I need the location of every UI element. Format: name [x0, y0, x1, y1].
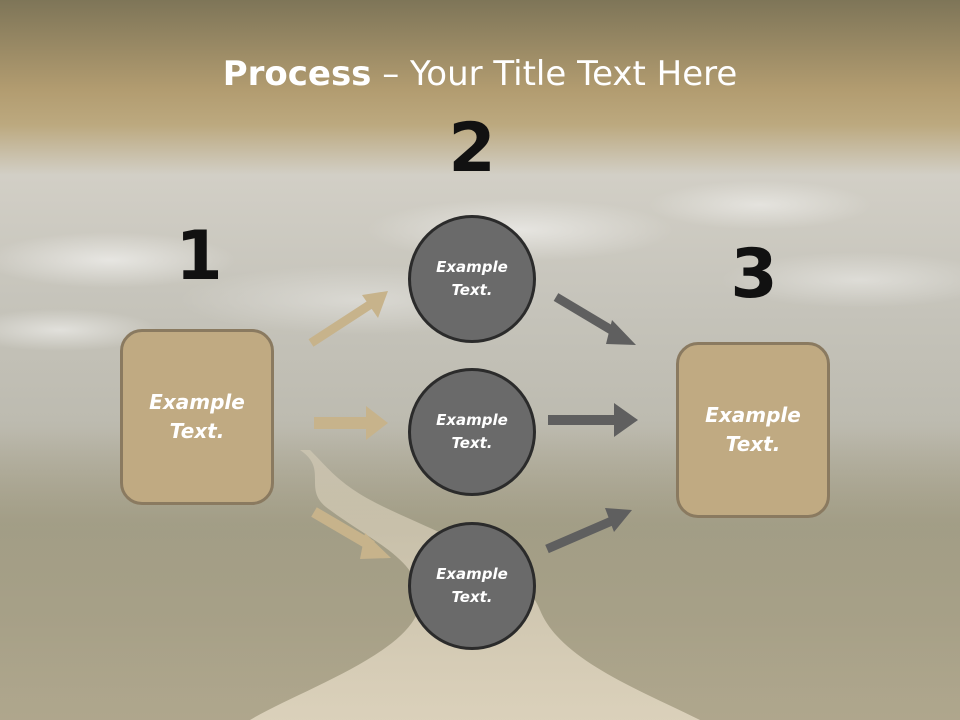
circle-middle-label: Example Text.: [436, 411, 508, 452]
step-3-label: Example Text.: [705, 403, 801, 456]
step-3-box: Example Text.: [676, 342, 830, 518]
title-bold: Process: [222, 54, 372, 94]
arrow-right-gray: [548, 403, 638, 437]
step-2-circle-middle: Example Text.: [408, 368, 536, 496]
step-number-2: 2: [448, 109, 496, 188]
title-rest: – Your Title Text Here: [371, 54, 738, 94]
step-1-box: Example Text.: [120, 329, 274, 505]
arrow-up-right-gray: [545, 508, 632, 554]
step-2-circle-bottom: Example Text.: [408, 522, 536, 650]
step-2-circle-top: Example Text.: [408, 215, 536, 343]
arrow-up-right-tan: [308, 291, 388, 347]
circle-bottom-label: Example Text.: [436, 565, 508, 606]
circle-top-label: Example Text.: [436, 258, 508, 299]
step-number-3: 3: [730, 235, 778, 314]
arrow-right-tan: [314, 406, 388, 440]
slide-title: Process – Your Title Text Here: [0, 52, 960, 96]
arrow-down-right-tan: [311, 507, 391, 559]
arrow-down-right-gray: [553, 293, 636, 345]
step-number-1: 1: [175, 217, 223, 296]
step-1-label: Example Text.: [149, 390, 245, 443]
